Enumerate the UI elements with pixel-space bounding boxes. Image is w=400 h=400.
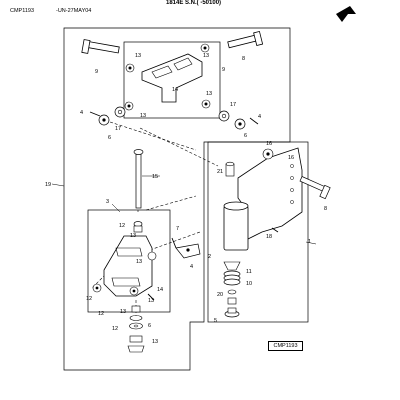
callout: 4 [258, 114, 261, 120]
callout: 6 [108, 135, 111, 141]
callout: 13 [203, 53, 209, 59]
callout: 16 [266, 141, 272, 147]
callout: 7 [176, 226, 179, 232]
callout: 10 [246, 281, 252, 287]
page-title: 1814E S.N.( -50100) [166, 0, 222, 6]
top-right-pin [227, 30, 264, 49]
callout: 6 [148, 323, 151, 329]
callout: 4 [190, 264, 193, 270]
callout: 17 [115, 126, 121, 132]
callout-labels: 9 13 13 8 9 14 13 13 17 17 4 6 4 6 16 16… [45, 53, 327, 345]
callout: 8 [324, 206, 327, 212]
bottom-hardware-stack [127, 305, 145, 353]
callout: 16 [288, 155, 294, 161]
assembly-outline [63, 27, 291, 371]
callout: 11 [246, 269, 252, 275]
callout: 12 [119, 223, 125, 229]
small-plate [171, 237, 201, 259]
callout: 12 [98, 311, 104, 317]
callout: 3 [106, 199, 109, 205]
callout: 13 [136, 259, 142, 265]
callout: 8 [242, 56, 245, 62]
right-bracket-group [207, 141, 309, 323]
callout: 13 [130, 233, 136, 239]
callout: 13 [148, 298, 154, 304]
callout: 21 [217, 169, 223, 175]
left-hardware [89, 106, 126, 126]
figure-code: CMP1193 [10, 8, 35, 14]
callout: 13 [140, 113, 146, 119]
right-hardware [218, 110, 259, 130]
lower-left-bracket [87, 209, 171, 313]
direction-arrow-icon [336, 6, 356, 22]
callout: 13 [152, 339, 158, 345]
callout: 4 [80, 110, 83, 116]
top-link-group [123, 41, 221, 119]
callout: 14 [157, 287, 163, 293]
date-code: -UN-27MAY04 [56, 8, 92, 14]
callout: 15 [152, 174, 158, 180]
leader-lines [51, 175, 317, 245]
long-pin [133, 149, 144, 209]
callout: 9 [95, 69, 98, 75]
right-bolt [299, 176, 331, 200]
callout: 17 [230, 102, 236, 108]
callout: 9 [222, 67, 225, 73]
callout: 12 [86, 296, 92, 302]
top-left-pin [81, 39, 120, 54]
callout: 6 [244, 133, 247, 139]
callout: 2 [208, 254, 211, 260]
callout: 13 [120, 309, 126, 315]
callout: 13 [135, 53, 141, 59]
callout: 1 [308, 239, 311, 245]
callout: 18 [266, 234, 272, 240]
callout: 13 [206, 91, 212, 97]
callout: 12 [112, 326, 118, 332]
callout: 19 [45, 182, 51, 188]
callout: 14 [172, 87, 178, 93]
spring-stack [223, 261, 241, 318]
drawing-tag: CMP1193 [268, 341, 303, 351]
callout: 5 [214, 318, 217, 324]
callout: 20 [217, 292, 223, 298]
